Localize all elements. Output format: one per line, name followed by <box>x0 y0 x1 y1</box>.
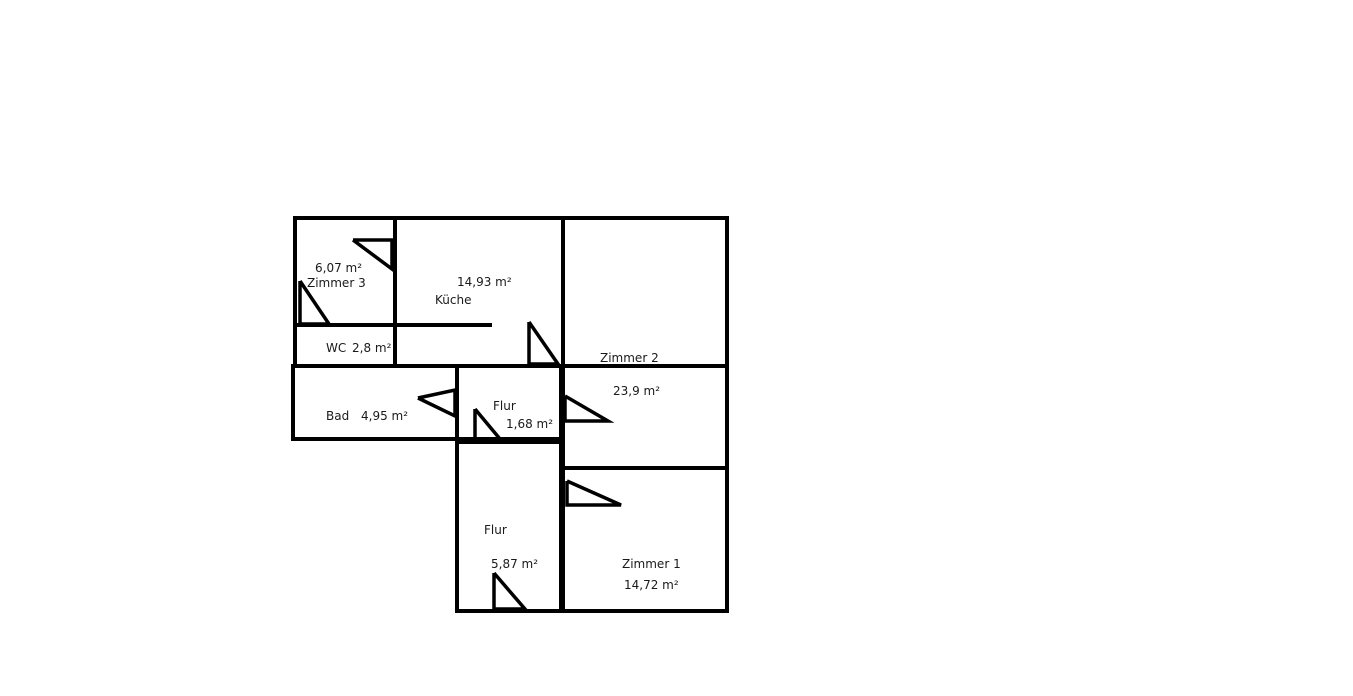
door-swings <box>298 238 622 611</box>
door-zimmer2 <box>563 394 615 423</box>
door-flur-small <box>473 407 504 441</box>
door-zimmer3-top <box>351 238 394 273</box>
zimmer3-area: 6,07 m² <box>315 261 362 275</box>
door-kueche <box>527 321 562 366</box>
bad-name: Bad <box>326 409 349 423</box>
zimmer2-name: Zimmer 2 <box>600 351 659 365</box>
door-bad <box>417 387 457 419</box>
door-zimmer1 <box>565 479 622 507</box>
zimmer1-area: 14,72 m² <box>624 578 679 592</box>
walls <box>291 216 729 613</box>
bad-area: 4,95 m² <box>361 409 408 423</box>
zimmer3-name: Zimmer 3 <box>307 276 366 290</box>
bad-outline <box>291 364 459 441</box>
right-column-outline <box>561 216 729 613</box>
wc-name: WC <box>326 341 346 355</box>
wc-area: 2,8 m² <box>352 341 392 355</box>
flur-small-area: 1,68 m² <box>506 417 553 431</box>
flur-large-name: Flur <box>484 523 507 537</box>
door-zimmer3-bottom <box>298 280 333 326</box>
flur-large-outline <box>455 440 563 613</box>
flur-small-outline <box>455 364 563 441</box>
flur-large-area: 5,87 m² <box>491 557 538 571</box>
kueche-area: 14,93 m² <box>457 275 512 289</box>
room-labels: 6,07 m² Zimmer 3 14,93 m² Küche WC 2,8 m… <box>307 261 681 592</box>
flur-small-name: Flur <box>493 399 516 413</box>
kueche-name: Küche <box>435 293 471 307</box>
zimmer2-area: 23,9 m² <box>613 384 660 398</box>
door-flur-large <box>492 571 529 611</box>
zimmer1-name: Zimmer 1 <box>622 557 681 571</box>
